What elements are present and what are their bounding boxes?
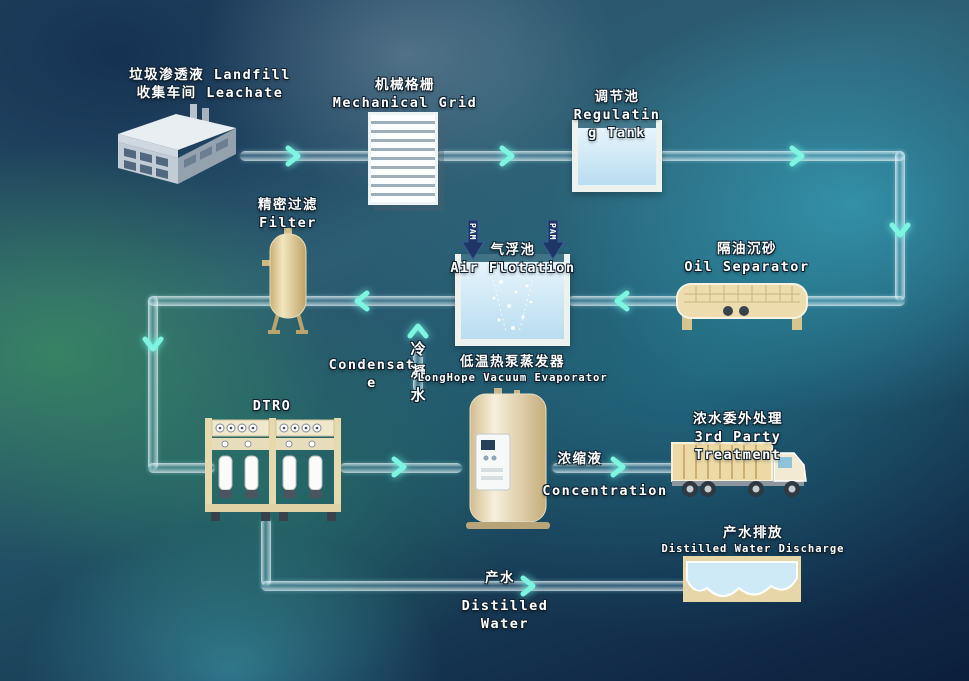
- label-oil-separator-line1: 隔油沉砂: [717, 241, 777, 257]
- flow-arrow-icon: [517, 575, 539, 597]
- bubbles-graphic: [490, 269, 536, 333]
- pipe-segment: [261, 518, 271, 586]
- label-dtro: DTRO: [227, 397, 317, 415]
- label-filter-line2: Filter: [259, 215, 317, 232]
- pipe-segment: [436, 151, 576, 161]
- label-filter: 精密过滤 Filter: [238, 196, 338, 232]
- flow-arrow-icon: [607, 456, 629, 478]
- evaporator-icon: [456, 386, 558, 538]
- label-product-water-zh: 产水: [455, 569, 545, 587]
- pipe-segment: [895, 151, 905, 301]
- tank-water: [461, 262, 564, 339]
- label-dtro-line1: DTRO: [252, 398, 292, 414]
- pam-arrow-icon: PAM: [541, 219, 565, 260]
- label-condensate-line1: Condensat: [328, 357, 416, 373]
- label-third-party-line2: 3rd Party Treatment: [694, 429, 782, 464]
- label-mechanical-grid: 机械格栅 Mechanical Grid: [330, 76, 480, 112]
- label-concentration-en: Concentration: [540, 482, 670, 500]
- pipe-segment: [240, 151, 372, 161]
- label-mechanical-grid-line1: 机械格栅: [375, 77, 435, 93]
- tank-water: [578, 128, 656, 185]
- label-discharge-line2: Distilled Water Discharge: [661, 543, 845, 556]
- pipe-segment: [800, 296, 905, 306]
- label-air-flotation: 气浮池 Air Flotation: [438, 241, 588, 277]
- flow-arrow-icon: [611, 290, 633, 312]
- label-discharge-line1: 产水排放: [723, 525, 783, 541]
- pipe-segment: [148, 296, 158, 470]
- label-concentration-line2: Concentration: [542, 483, 668, 499]
- flow-arrow-icon: [786, 145, 808, 167]
- label-air-flotation-line2: Air Flotation: [450, 260, 576, 277]
- label-discharge: 产水排放 Distilled Water Discharge: [658, 524, 848, 556]
- discharge-pool-icon: [683, 556, 801, 610]
- regulating-tank-icon: [572, 120, 662, 192]
- label-evaporator: 低温热泵蒸发器 LongHope Vacuum Evaporator: [405, 353, 620, 385]
- label-third-party: 浓水委外处理 3rd Party Treatment: [648, 410, 828, 465]
- label-condensate-line2: e: [367, 375, 377, 392]
- label-regulating-tank-line2: Regulatin: [573, 107, 661, 124]
- pipe-segment: [568, 296, 682, 306]
- label-condensate-vertical: 冷凝水: [410, 340, 426, 404]
- factory-icon: [112, 98, 242, 190]
- flow-arrow-icon: [282, 145, 304, 167]
- label-concentration-line1: 浓缩液: [557, 451, 603, 467]
- mechanical-grid-icon: [368, 112, 438, 205]
- filter-vessel-icon: [260, 226, 316, 342]
- oil-separator-icon: [676, 282, 808, 338]
- condensate-pipe-segment: [413, 346, 423, 392]
- flow-arrow-icon: [388, 456, 410, 478]
- dtro-unit-icon: [203, 414, 343, 526]
- pam-arrow-icon: PAM: [461, 219, 485, 260]
- truck-icon: [670, 437, 818, 505]
- flow-arrow-icon: [407, 320, 429, 342]
- label-regulating-tank-line3: g Tank: [588, 125, 646, 142]
- label-filter-line1: 精密过滤: [258, 197, 318, 213]
- label-regulating-tank: 调节池 Regulatin g Tank: [568, 88, 666, 143]
- label-mechanical-grid-line2: Mechanical Grid: [332, 95, 478, 112]
- flow-arrow-icon: [142, 333, 164, 355]
- label-regulating-tank-line1: 调节池: [594, 89, 640, 105]
- flow-arrow-icon: [496, 145, 518, 167]
- label-landfill: 垃圾渗透液 Landfill 收集车间 Leachate: [110, 66, 310, 102]
- pipe-segment: [148, 463, 215, 473]
- label-landfill-line2: 收集车间 Leachate: [136, 85, 284, 102]
- flow-arrow-icon: [889, 219, 911, 241]
- label-product-water-line1: 产水: [485, 570, 515, 586]
- label-evaporator-line1: 低温热泵蒸发器: [460, 354, 565, 370]
- label-condensate: Condensat e: [322, 356, 422, 392]
- label-product-water-en: Distilled Water: [435, 597, 575, 633]
- pipe-segment: [658, 151, 905, 161]
- pam-label: PAM: [548, 223, 557, 241]
- label-air-flotation-line1: 气浮池: [490, 242, 536, 258]
- flow-arrow-icon: [351, 290, 373, 312]
- label-product-water-line2: Distilled Water: [461, 598, 549, 633]
- label-landfill-line1: 垃圾渗透液 Landfill: [129, 67, 291, 83]
- label-oil-separator-line2: Oil Separator: [684, 259, 810, 276]
- label-evaporator-line2: LongHope Vacuum Evaporator: [417, 372, 608, 385]
- label-third-party-line1: 浓水委外处理: [693, 411, 783, 427]
- pam-label: PAM: [468, 223, 477, 241]
- air-flotation-tank-icon: [455, 254, 570, 346]
- pipe-segment: [261, 581, 690, 591]
- label-concentration-zh: 浓缩液: [530, 450, 630, 468]
- label-oil-separator: 隔油沉砂 Oil Separator: [668, 240, 826, 276]
